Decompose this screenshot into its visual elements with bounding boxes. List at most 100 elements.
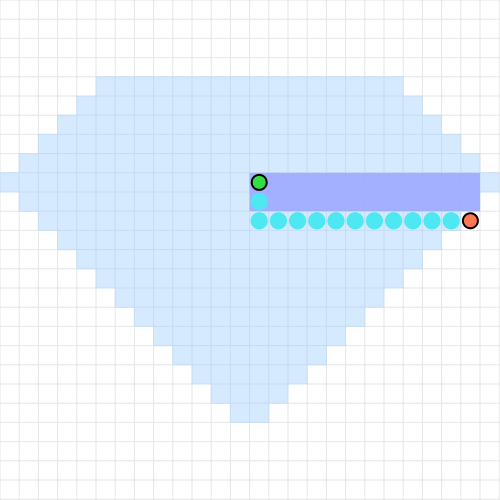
region-cell bbox=[383, 229, 404, 251]
region-cell bbox=[421, 114, 443, 135]
path-dot[interactable] bbox=[269, 212, 288, 230]
region-cell bbox=[76, 95, 97, 116]
start-marker[interactable] bbox=[250, 173, 268, 191]
path-dot[interactable] bbox=[404, 212, 422, 230]
region-cell bbox=[345, 114, 366, 135]
region-cell bbox=[325, 249, 347, 270]
region-cell bbox=[210, 76, 231, 97]
region-cell bbox=[229, 268, 251, 289]
region-cell bbox=[172, 210, 193, 231]
region-cell bbox=[76, 172, 97, 193]
path-dot[interactable] bbox=[288, 212, 307, 230]
region-cell bbox=[153, 191, 174, 212]
region-cell bbox=[210, 153, 231, 174]
region-cell bbox=[172, 191, 193, 212]
region-cell bbox=[114, 172, 135, 193]
region-cell bbox=[95, 210, 116, 231]
region-cell bbox=[306, 287, 327, 308]
region-cell bbox=[345, 133, 366, 155]
region-cell bbox=[210, 383, 231, 404]
region-cell bbox=[287, 364, 308, 385]
region-cell bbox=[345, 153, 366, 174]
path-trail bbox=[250, 192, 460, 230]
path-dot[interactable] bbox=[365, 212, 384, 230]
region-cell bbox=[210, 229, 231, 251]
region-cell bbox=[249, 76, 270, 97]
region-cell bbox=[229, 95, 251, 116]
region-cell bbox=[191, 172, 212, 193]
region-cell bbox=[421, 153, 443, 174]
region-cell bbox=[133, 76, 155, 97]
region-cell bbox=[76, 210, 97, 231]
region-cell bbox=[153, 287, 174, 308]
region-cell bbox=[383, 133, 404, 155]
region-cell bbox=[172, 325, 193, 347]
region-cell bbox=[133, 287, 155, 308]
region-cell bbox=[306, 229, 327, 251]
region-cell bbox=[76, 153, 97, 174]
region-cell bbox=[133, 210, 155, 231]
region-cell bbox=[421, 133, 443, 155]
region-cell bbox=[0, 172, 20, 193]
region-cell bbox=[229, 383, 251, 404]
region-cell bbox=[441, 153, 462, 174]
region-cell bbox=[153, 306, 174, 327]
path-dot[interactable] bbox=[250, 212, 268, 230]
region-cell bbox=[460, 153, 481, 174]
region-cell bbox=[268, 114, 289, 135]
region-cell bbox=[114, 210, 135, 231]
path-dot[interactable] bbox=[327, 212, 345, 230]
region-cell bbox=[287, 268, 308, 289]
path-dot[interactable] bbox=[423, 212, 441, 230]
region-cell bbox=[306, 114, 327, 135]
region-cell bbox=[210, 268, 231, 289]
region-cell bbox=[229, 76, 251, 97]
region-cell bbox=[133, 114, 155, 135]
region-cell bbox=[306, 268, 327, 289]
region-cell bbox=[287, 249, 308, 270]
region-cell bbox=[114, 133, 135, 155]
region-cell bbox=[268, 364, 289, 385]
region-cell bbox=[402, 114, 423, 135]
region-cell bbox=[287, 76, 308, 97]
region-cell bbox=[249, 325, 270, 347]
region-cell bbox=[364, 133, 385, 155]
region-cell bbox=[229, 345, 251, 366]
region-cell bbox=[229, 133, 251, 155]
region-cell bbox=[95, 95, 116, 116]
region-cell bbox=[191, 287, 212, 308]
region-cell bbox=[249, 133, 270, 155]
region-cell bbox=[191, 95, 212, 116]
region-cell bbox=[114, 95, 135, 116]
end-marker[interactable] bbox=[461, 212, 479, 230]
region-cell bbox=[191, 325, 212, 347]
path-dot[interactable] bbox=[384, 212, 403, 230]
region-cell bbox=[210, 364, 231, 385]
region-cell bbox=[18, 172, 39, 193]
region-cell bbox=[287, 153, 308, 174]
region-cell bbox=[249, 287, 270, 308]
path-dot[interactable] bbox=[346, 212, 364, 230]
region-cell bbox=[287, 287, 308, 308]
region-cell bbox=[95, 76, 116, 97]
region-cell bbox=[345, 268, 366, 289]
region-cell bbox=[114, 229, 135, 251]
path-dot[interactable] bbox=[308, 212, 326, 230]
region-cell bbox=[268, 229, 289, 251]
path-dot[interactable] bbox=[442, 212, 460, 230]
region-cell bbox=[172, 268, 193, 289]
region-cell bbox=[76, 114, 97, 135]
region-cell bbox=[306, 306, 327, 327]
region-cell bbox=[325, 268, 347, 289]
region-cell bbox=[345, 249, 366, 270]
region-cell bbox=[287, 95, 308, 116]
region-cell bbox=[345, 229, 366, 251]
path-dot[interactable] bbox=[250, 192, 268, 211]
region-cell bbox=[345, 306, 366, 327]
region-cell bbox=[249, 383, 270, 404]
region-cell bbox=[229, 172, 251, 193]
region-cell bbox=[402, 133, 423, 155]
region-cell bbox=[95, 229, 116, 251]
region-cell bbox=[133, 191, 155, 212]
